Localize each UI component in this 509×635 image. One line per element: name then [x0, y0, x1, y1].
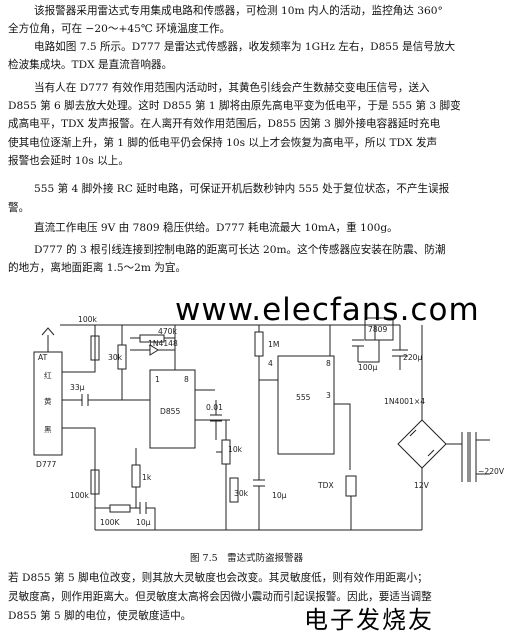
para-3-line-4: 使其电位逐渐上升，第 1 脚的低电平仍会保持 10s 以上才会恢复为高电平，所以… — [8, 137, 438, 149]
label-pin1: 1 — [155, 375, 160, 384]
label-1k: 1k — [142, 473, 152, 482]
label-220v: ~220V — [478, 467, 505, 476]
diode-1n4148 — [130, 344, 175, 356]
circuit-diagram: AT 红 黄 黑 D777 33μ 100k 100k 100K 10μ 30k… — [33, 315, 505, 531]
para-5-line-1: 直流工作电压 9V 由 7809 稳压供给。D777 耗电流最大 10mA，重 … — [34, 222, 398, 234]
para-6-line-1: D777 的 3 根引线连接到控制电路的距离可长达 20m。这个传感器应安装在防… — [34, 244, 446, 256]
label-001: 0.01 — [206, 403, 223, 412]
cap-220u — [392, 349, 408, 370]
para-3-line-5: 报警也会延时 10s 以上。 — [8, 155, 129, 167]
label-d855: D855 — [160, 407, 181, 416]
figure-caption: 图 7.5 雷达式防盗报警器 — [190, 553, 304, 564]
label-100u: 100μ — [358, 363, 377, 372]
label-30k-b: 30k — [234, 489, 249, 498]
cap-001 — [210, 400, 222, 440]
watermark-site: www.elecfans.com — [175, 292, 480, 328]
label-10u-a: 10μ — [136, 518, 151, 527]
label-tdx: TDX — [317, 481, 334, 490]
para-1-line-2: 全方位角，可在 −20～+45℃ 环境温度工作。 — [8, 23, 231, 35]
label-pin3: 3 — [326, 391, 331, 400]
label-470k: 470k — [158, 327, 177, 336]
watermark-cn: 电子发烧友 — [304, 606, 434, 634]
para-7-line-1: 若 D855 第 5 脚电位改变，则其放大灵敏度也会改变。其灵敏度低，则有效作用… — [8, 572, 428, 584]
para-2-line-1: 电路如图 7.5 所示。D777 是雷达式传感器，收发频率为 1GHz 左右，D… — [34, 41, 456, 53]
label-cap33: 33μ — [70, 383, 85, 392]
res-100k-a — [90, 335, 100, 361]
label-pin8: 8 — [184, 375, 189, 384]
label-30k-a: 30k — [108, 353, 123, 362]
para-7-line-2: 灵敏度高，则作用距离大。但灵敏度太高将会因微小震动而引起误报警。因此，要适当调整 — [8, 591, 432, 603]
para-1-line-1: 该报警器采用雷达式专用集成电路和传感器，可检测 10m 内人的活动，监控角达 3… — [34, 5, 443, 17]
ic-d855 — [149, 369, 196, 449]
label-pin8b: 8 — [326, 359, 331, 368]
label-1m: 1M — [268, 340, 279, 349]
label-12v: 12V — [414, 481, 430, 490]
label-black: 黑 — [44, 425, 52, 434]
label-220u: 220μ — [403, 353, 422, 362]
res-1m — [254, 331, 264, 357]
label-pin4: 4 — [268, 359, 273, 368]
para-3-line-2: D855 第 6 脚去放大处理。这时 D855 第 1 脚将由原先高电平变为低电… — [8, 100, 461, 112]
label-555: 555 — [296, 393, 311, 402]
para-6-line-2: 的地方，离地面距离 1.5～2m 为宜。 — [8, 262, 187, 274]
res-100k-b — [90, 469, 100, 495]
cap-100u — [352, 339, 364, 362]
para-4-line-1: 555 第 4 脚外接 RC 延时电路，可保证开机后数秒钟内 555 处于复位状… — [34, 183, 450, 195]
para-2-line-2: 检波集成块。TDX 是直流音响器。 — [8, 59, 173, 71]
label-1n4148: 1N4148 — [148, 339, 178, 348]
para-4-line-2: 警。 — [8, 202, 30, 214]
label-at: AT — [38, 353, 48, 362]
tdx-buzzer — [345, 475, 357, 497]
res-100k-c — [109, 504, 131, 513]
label-diodes: 1N4001×4 — [384, 397, 425, 406]
para-3-line-3: 成高电平，TDX 发声报警。在人离开有效作用范围后，D855 因第 3 脚外接电… — [8, 118, 441, 130]
transformer — [446, 432, 490, 482]
cap-10u-b — [253, 479, 265, 530]
label-100k-b: 100k — [70, 491, 89, 500]
label-7809: 7809 — [368, 325, 387, 334]
label-100k-c: 100K — [100, 518, 120, 527]
bridge-rectifier — [397, 419, 447, 469]
para-3-line-1: 当有人在 D777 有效作用范围内活动时，其黄色引线会产生数赫交变电压信号，送入 — [34, 82, 430, 94]
label-10u-b: 10μ — [272, 491, 287, 500]
res-30k-b — [229, 477, 239, 503]
label-yellow: 黄 — [44, 396, 52, 406]
res-1k — [131, 464, 141, 488]
top-rail — [60, 324, 401, 350]
cap-33u — [81, 394, 89, 406]
para-7-line-3: D855 第 5 脚的电位，使灵敏度适中。 — [8, 610, 192, 622]
label-100k-a: 100k — [78, 315, 97, 324]
label-d777: D777 — [36, 460, 57, 469]
label-red: 红 — [44, 370, 52, 380]
ic-555 — [277, 355, 335, 455]
label-10k: 10k — [228, 445, 243, 454]
